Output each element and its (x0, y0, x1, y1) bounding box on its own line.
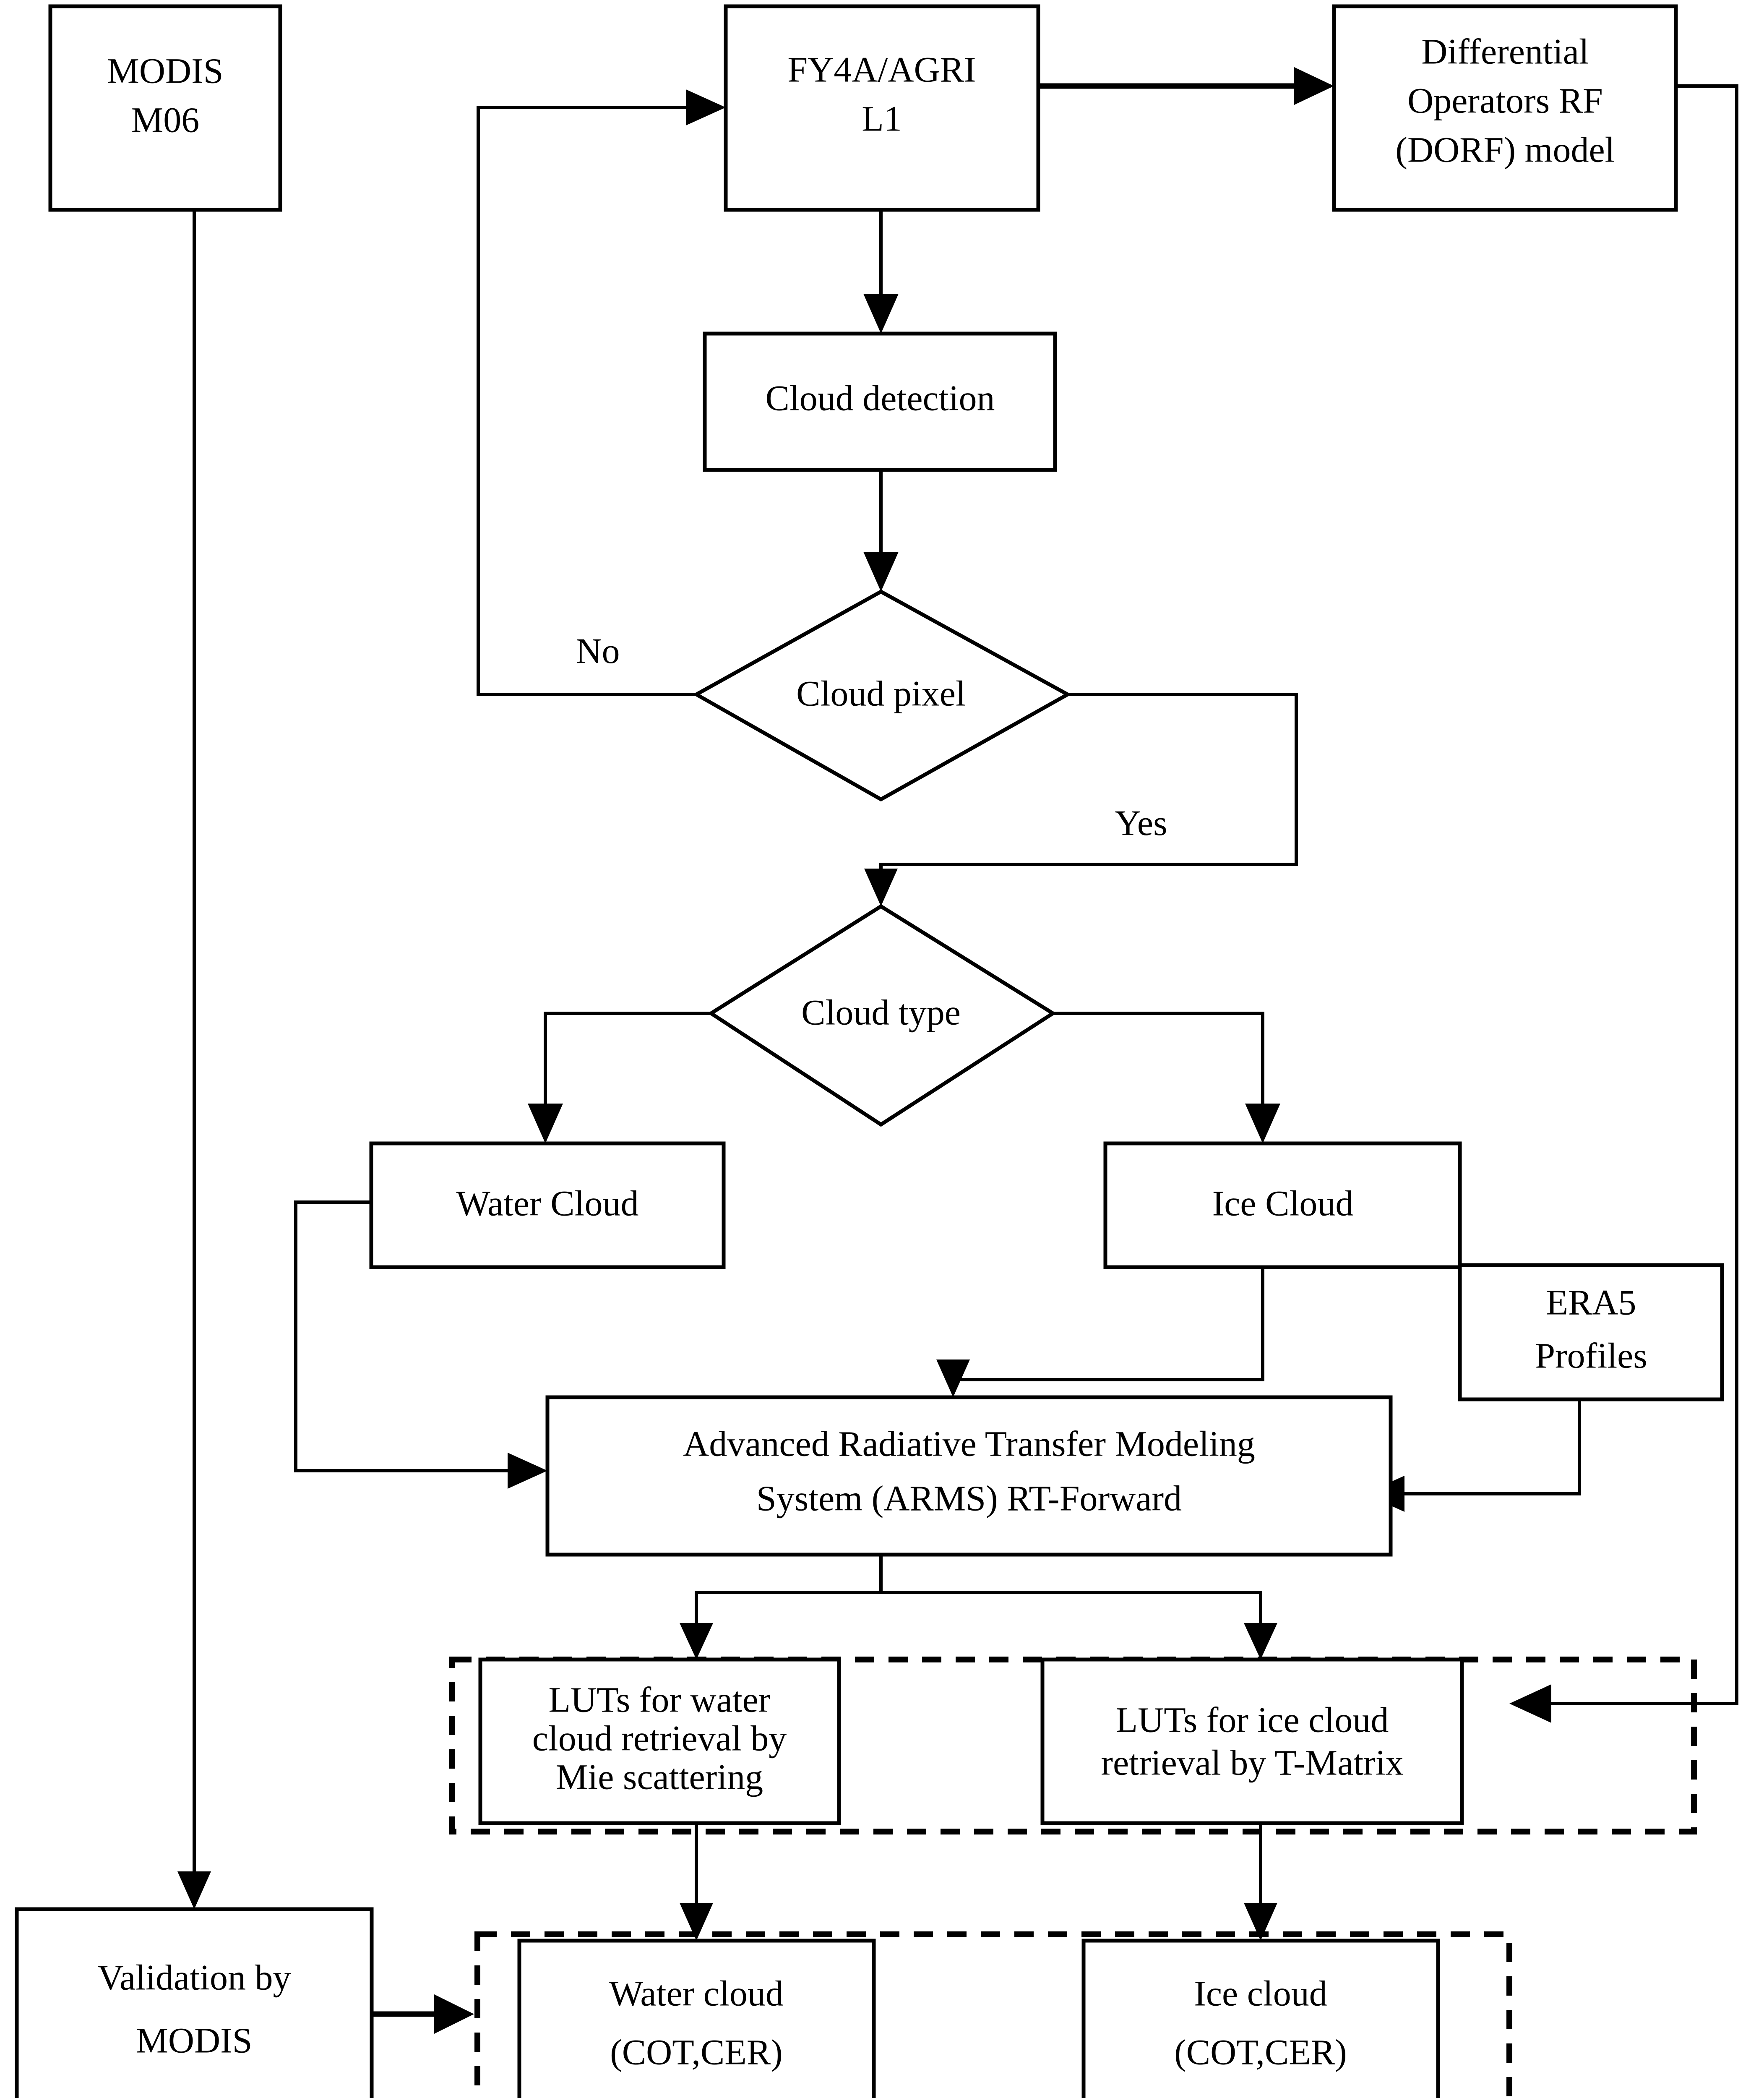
node-cloud-detection[interactable]: Cloud detection (703, 331, 1057, 472)
edge-cloud-pixel-no-to-fy4a (477, 89, 726, 696)
edge-cloud-type-to-ice-cloud (1053, 1012, 1280, 1143)
node-era5-line-0: ERA5 (1546, 1282, 1636, 1323)
node-lut-ice-cloud[interactable]: LUTs for ice cloud retrieval by T-Matrix (1040, 1657, 1464, 1825)
node-dorf-model[interactable]: Differential Operators RF (DORF) model (1332, 4, 1678, 212)
node-era5-line-1: Profiles (1535, 1336, 1647, 1376)
node-lut-water-line-1: cloud retrieval by (532, 1718, 787, 1759)
edge-cloud-detection-to-cloud-pixel (863, 470, 899, 592)
node-output-water-cloud[interactable]: Water cloud (COT,CER) (517, 1939, 876, 2098)
node-modis-m06-line-1: M06 (131, 100, 199, 140)
node-lut-ice-line-0: LUTs for ice cloud (1116, 1700, 1389, 1740)
node-cloud-type-label: Cloud type (801, 992, 961, 1033)
node-ice-cloud[interactable]: Ice Cloud (1103, 1141, 1462, 1269)
node-lut-water-line-0: LUTs for water (549, 1680, 771, 1720)
node-dorf-line-0: Differential (1421, 31, 1589, 72)
node-output-water-line-0: Water cloud (609, 1973, 784, 2014)
edge-cloud-type-to-water-cloud (528, 1012, 711, 1143)
node-dorf-line-2: (DORF) model (1395, 130, 1615, 170)
node-ice-cloud-label: Ice Cloud (1212, 1183, 1354, 1224)
node-lut-water-line-2: Mie scattering (556, 1757, 763, 1797)
node-validation-by-modis[interactable]: Validation by MODIS (15, 1907, 374, 2098)
node-output-ice-cloud[interactable]: Ice cloud (COT,CER) (1081, 1939, 1440, 2098)
edge-fy4a-to-dorf (1038, 67, 1334, 105)
node-cloud-pixel[interactable]: Cloud pixel (692, 589, 1072, 802)
node-lut-ice-line-1: retrieval by T-Matrix (1101, 1743, 1403, 1783)
edge-cloud-pixel-yes-to-cloud-type (864, 693, 1298, 906)
node-validation-line-0: Validation by (98, 1957, 291, 1998)
node-lut-water-cloud[interactable]: LUTs for water cloud retrieval by Mie sc… (478, 1657, 841, 1825)
edge-label-yes: Yes (1115, 803, 1167, 843)
edge-validation-to-output-water (372, 1994, 474, 2034)
node-water-cloud[interactable]: Water Cloud (369, 1141, 726, 1269)
node-validation-line-1: MODIS (136, 2020, 252, 2061)
node-cloud-pixel-label: Cloud pixel (796, 673, 966, 714)
node-output-ice-line-1: (COT,CER) (1174, 2032, 1347, 2072)
node-output-ice-line-0: Ice cloud (1194, 1973, 1327, 2014)
edge-fy4a-to-cloud-detection (863, 210, 899, 334)
node-cloud-detection-label: Cloud detection (766, 378, 995, 418)
node-arms-rt-forward[interactable]: Advanced Radiative Transfer Modeling Sys… (545, 1395, 1393, 1557)
output-group-dashed-box (474, 1931, 1512, 2098)
node-fy4a-line-1: L1 (862, 99, 902, 139)
node-water-cloud-label: Water Cloud (456, 1183, 639, 1224)
node-output-water-line-1: (COT,CER) (610, 2032, 783, 2072)
edge-lut-water-to-output-water (680, 1823, 713, 1941)
edge-dorf-to-lut-group (1509, 84, 1738, 1723)
node-arms-line-1: System (ARMS) RT-Forward (756, 1478, 1182, 1519)
edge-era5-to-arms (1364, 1399, 1581, 1512)
edge-water-cloud-to-arms (294, 1200, 547, 1489)
edge-lut-ice-to-output-ice (1244, 1823, 1277, 1941)
node-modis-m06[interactable]: MODIS M06 (48, 4, 282, 212)
edge-modis-to-validation (177, 210, 211, 1909)
node-modis-m06-line-0: MODIS (107, 51, 223, 91)
node-fy4a-line-0: FY4A/AGRI (787, 50, 976, 90)
node-arms-line-0: Advanced Radiative Transfer Modeling (683, 1424, 1255, 1464)
node-era5-profiles[interactable]: ERA5 Profiles (1458, 1263, 1724, 1401)
edge-label-no: No (576, 631, 620, 671)
node-dorf-line-1: Operators RF (1407, 81, 1603, 121)
edge-ice-cloud-to-arms (936, 1267, 1264, 1397)
edge-arms-to-luts (680, 1555, 1277, 1660)
node-cloud-type[interactable]: Cloud type (707, 904, 1057, 1127)
node-fy4a-agri-l1[interactable]: FY4A/AGRI L1 (724, 4, 1040, 212)
